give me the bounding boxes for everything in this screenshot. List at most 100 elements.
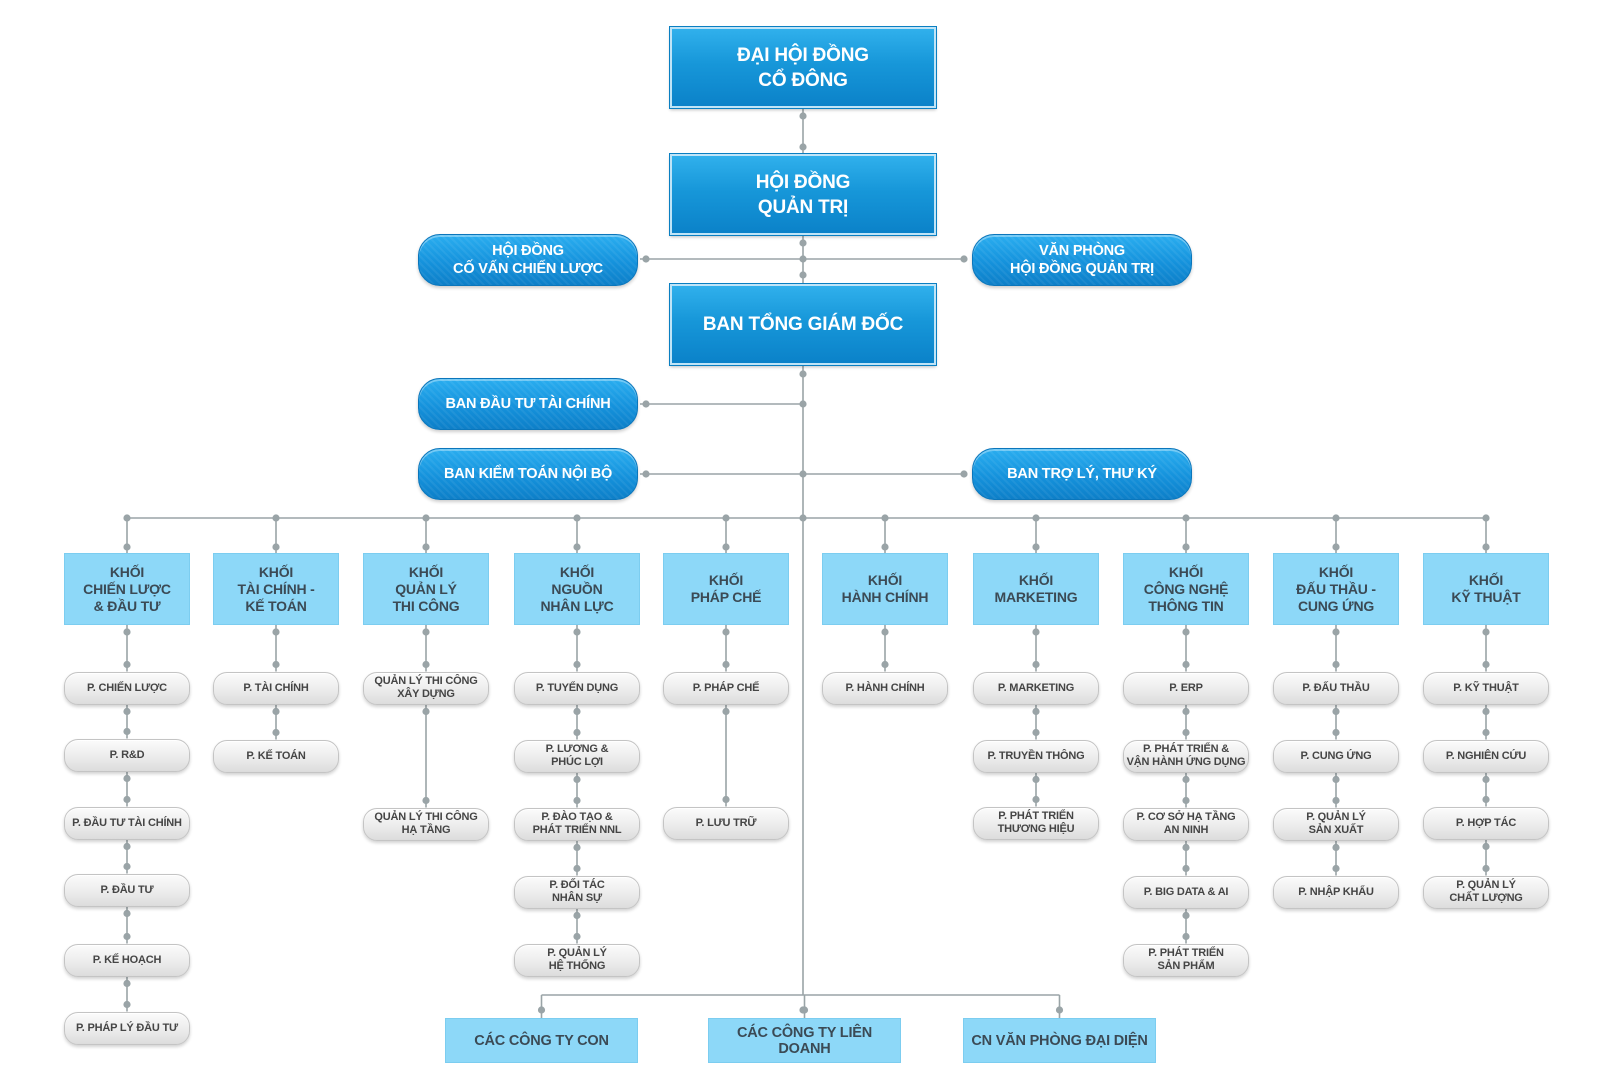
dept-box: P. LƯƠNG & PHÚC LỢI	[514, 739, 640, 773]
khoi-box: KHỐI CHIẾN LƯỢC & ĐẦU TƯ	[64, 553, 190, 625]
connector-dot	[799, 1006, 807, 1014]
khoi-box: KHỐI NGUỒN NHÂN LỰC	[514, 553, 640, 625]
connector-dot	[799, 514, 807, 522]
connector-dot	[123, 909, 131, 918]
connector-dot	[722, 628, 730, 636]
dept-box: P. PHÁT TRIỂN & VẬN HÀNH ỨNG DỤNG	[1123, 739, 1249, 773]
dept-box: P. ERP	[1123, 671, 1249, 705]
dept-box: QUẢN LÝ THI CÔNG HẠ TẦNG	[363, 807, 489, 841]
dept-box: P. QUẢN LÝ SẢN XUẤT	[1273, 807, 1399, 841]
ban-tro-ly-box: BAN TRỢ LÝ, THƯ KÝ	[972, 448, 1192, 500]
connector-dot	[123, 660, 131, 669]
connector-dot	[573, 932, 581, 941]
dept-box: P. KẾ TOÁN	[213, 739, 339, 773]
dept-box: P. LƯU TRỮ	[663, 806, 789, 840]
connector-dot	[123, 514, 131, 522]
connector-dot	[1182, 775, 1190, 784]
khoi-box: KHỐI PHÁP CHẾ	[663, 553, 789, 625]
connector-dot	[1482, 842, 1490, 851]
dept-box: P. CHIẾN LƯỢC	[64, 671, 190, 705]
connector-dot	[573, 843, 581, 852]
connector-dot	[573, 728, 581, 737]
hoi-dong-co-van-box: HỘI ĐỒNG CỐ VẤN CHIẾN LƯỢC	[418, 234, 638, 286]
connector-dot	[1182, 707, 1190, 716]
connector-dot	[123, 862, 131, 871]
connector-dot	[1032, 775, 1040, 784]
khoi-box: KHỐI ĐẤU THẦU - CUNG ỨNG	[1273, 553, 1399, 625]
dept-box: P. NHẬP KHẨU	[1273, 875, 1399, 909]
connector-dot	[799, 239, 807, 247]
connector-dot	[1482, 543, 1490, 551]
connector-dot	[1482, 795, 1490, 804]
connector-dot	[1332, 843, 1340, 852]
khoi-box: KHỐI TÀI CHÍNH - KẾ TOÁN	[213, 553, 339, 625]
connector-dot	[123, 774, 131, 783]
dept-box: P. CUNG ỨNG	[1273, 739, 1399, 773]
connector-dot	[1182, 932, 1190, 941]
connector-dot	[722, 795, 730, 804]
connector-dot	[799, 470, 807, 478]
connector-dot	[1032, 795, 1040, 804]
connector-dot	[1032, 660, 1040, 669]
connector-dot	[1482, 628, 1490, 636]
connector-dot	[1332, 728, 1340, 737]
connector-dot	[1182, 911, 1190, 920]
connector-dot	[1332, 543, 1340, 551]
connector-dot	[272, 707, 280, 716]
connector-dot	[1182, 843, 1190, 852]
connector-dot	[422, 660, 430, 669]
connector-dot	[1032, 514, 1040, 522]
connector-dot	[272, 514, 280, 522]
connector-dot	[799, 271, 807, 279]
connector-dot	[722, 707, 730, 716]
connector-dot	[1182, 660, 1190, 669]
khoi-box: KHỐI KỸ THUẬT	[1423, 553, 1549, 625]
connector-dot	[1482, 728, 1490, 737]
dept-box: P. CƠ SỞ HẠ TẦNG AN NINH	[1123, 807, 1249, 841]
connector-dot	[722, 660, 730, 669]
dept-box: QUẢN LÝ THI CÔNG XÂY DỰNG	[363, 671, 489, 705]
connector-dot	[573, 543, 581, 551]
connector-dot	[123, 543, 131, 551]
connector-dot	[642, 400, 650, 408]
connector-dot	[799, 370, 807, 378]
connector-dot	[1482, 864, 1490, 873]
connector-dot	[1182, 543, 1190, 551]
connector-dot	[642, 470, 650, 478]
connector-dot	[1032, 628, 1040, 636]
dept-box: P. ĐÀO TẠO & PHÁT TRIỂN NNL	[514, 807, 640, 841]
connector-dot	[1332, 796, 1340, 805]
connector-dot	[1482, 514, 1490, 522]
connector-dot	[1182, 728, 1190, 737]
connector-dot	[422, 543, 430, 551]
connector-dot	[537, 1006, 546, 1014]
connector-dot	[422, 514, 430, 522]
connector-dot	[1332, 660, 1340, 669]
van-phong-hdqt-box: VĂN PHÒNG HỘI ĐỒNG QUẢN TRỊ	[972, 234, 1192, 286]
connector-dot	[123, 795, 131, 804]
connector-dot	[573, 660, 581, 669]
dept-box: P. NGHIÊN CỨU	[1423, 739, 1549, 773]
connector-dot	[272, 660, 280, 669]
connector-dot	[272, 628, 280, 636]
connector-dot	[1482, 707, 1490, 716]
connector-dot	[573, 514, 581, 522]
bottom-box-cong-ty-lien-doanh: CÁC CÔNG TY LIÊN DOANH	[708, 1018, 901, 1063]
connector-dot	[573, 911, 581, 920]
connector-dot	[1032, 543, 1040, 551]
connector-dot	[1332, 864, 1340, 873]
connector-dot	[123, 707, 131, 716]
connector-dot	[272, 728, 280, 737]
connector-dot	[960, 255, 968, 263]
connector-dot	[722, 543, 730, 551]
dept-box: P. ĐỐI TÁC NHÂN SỰ	[514, 875, 640, 909]
connector-dot	[573, 775, 581, 784]
connector-dot	[1482, 660, 1490, 669]
khoi-box: KHỐI CÔNG NGHỆ THÔNG TIN	[1123, 553, 1249, 625]
dept-box: P. HÀNH CHÍNH	[822, 671, 948, 705]
dept-box: P. QUẢN LÝ CHẤT LƯỢNG	[1423, 875, 1549, 909]
dept-box: P. PHÁP CHẾ	[663, 671, 789, 705]
connector-dot	[573, 864, 581, 873]
